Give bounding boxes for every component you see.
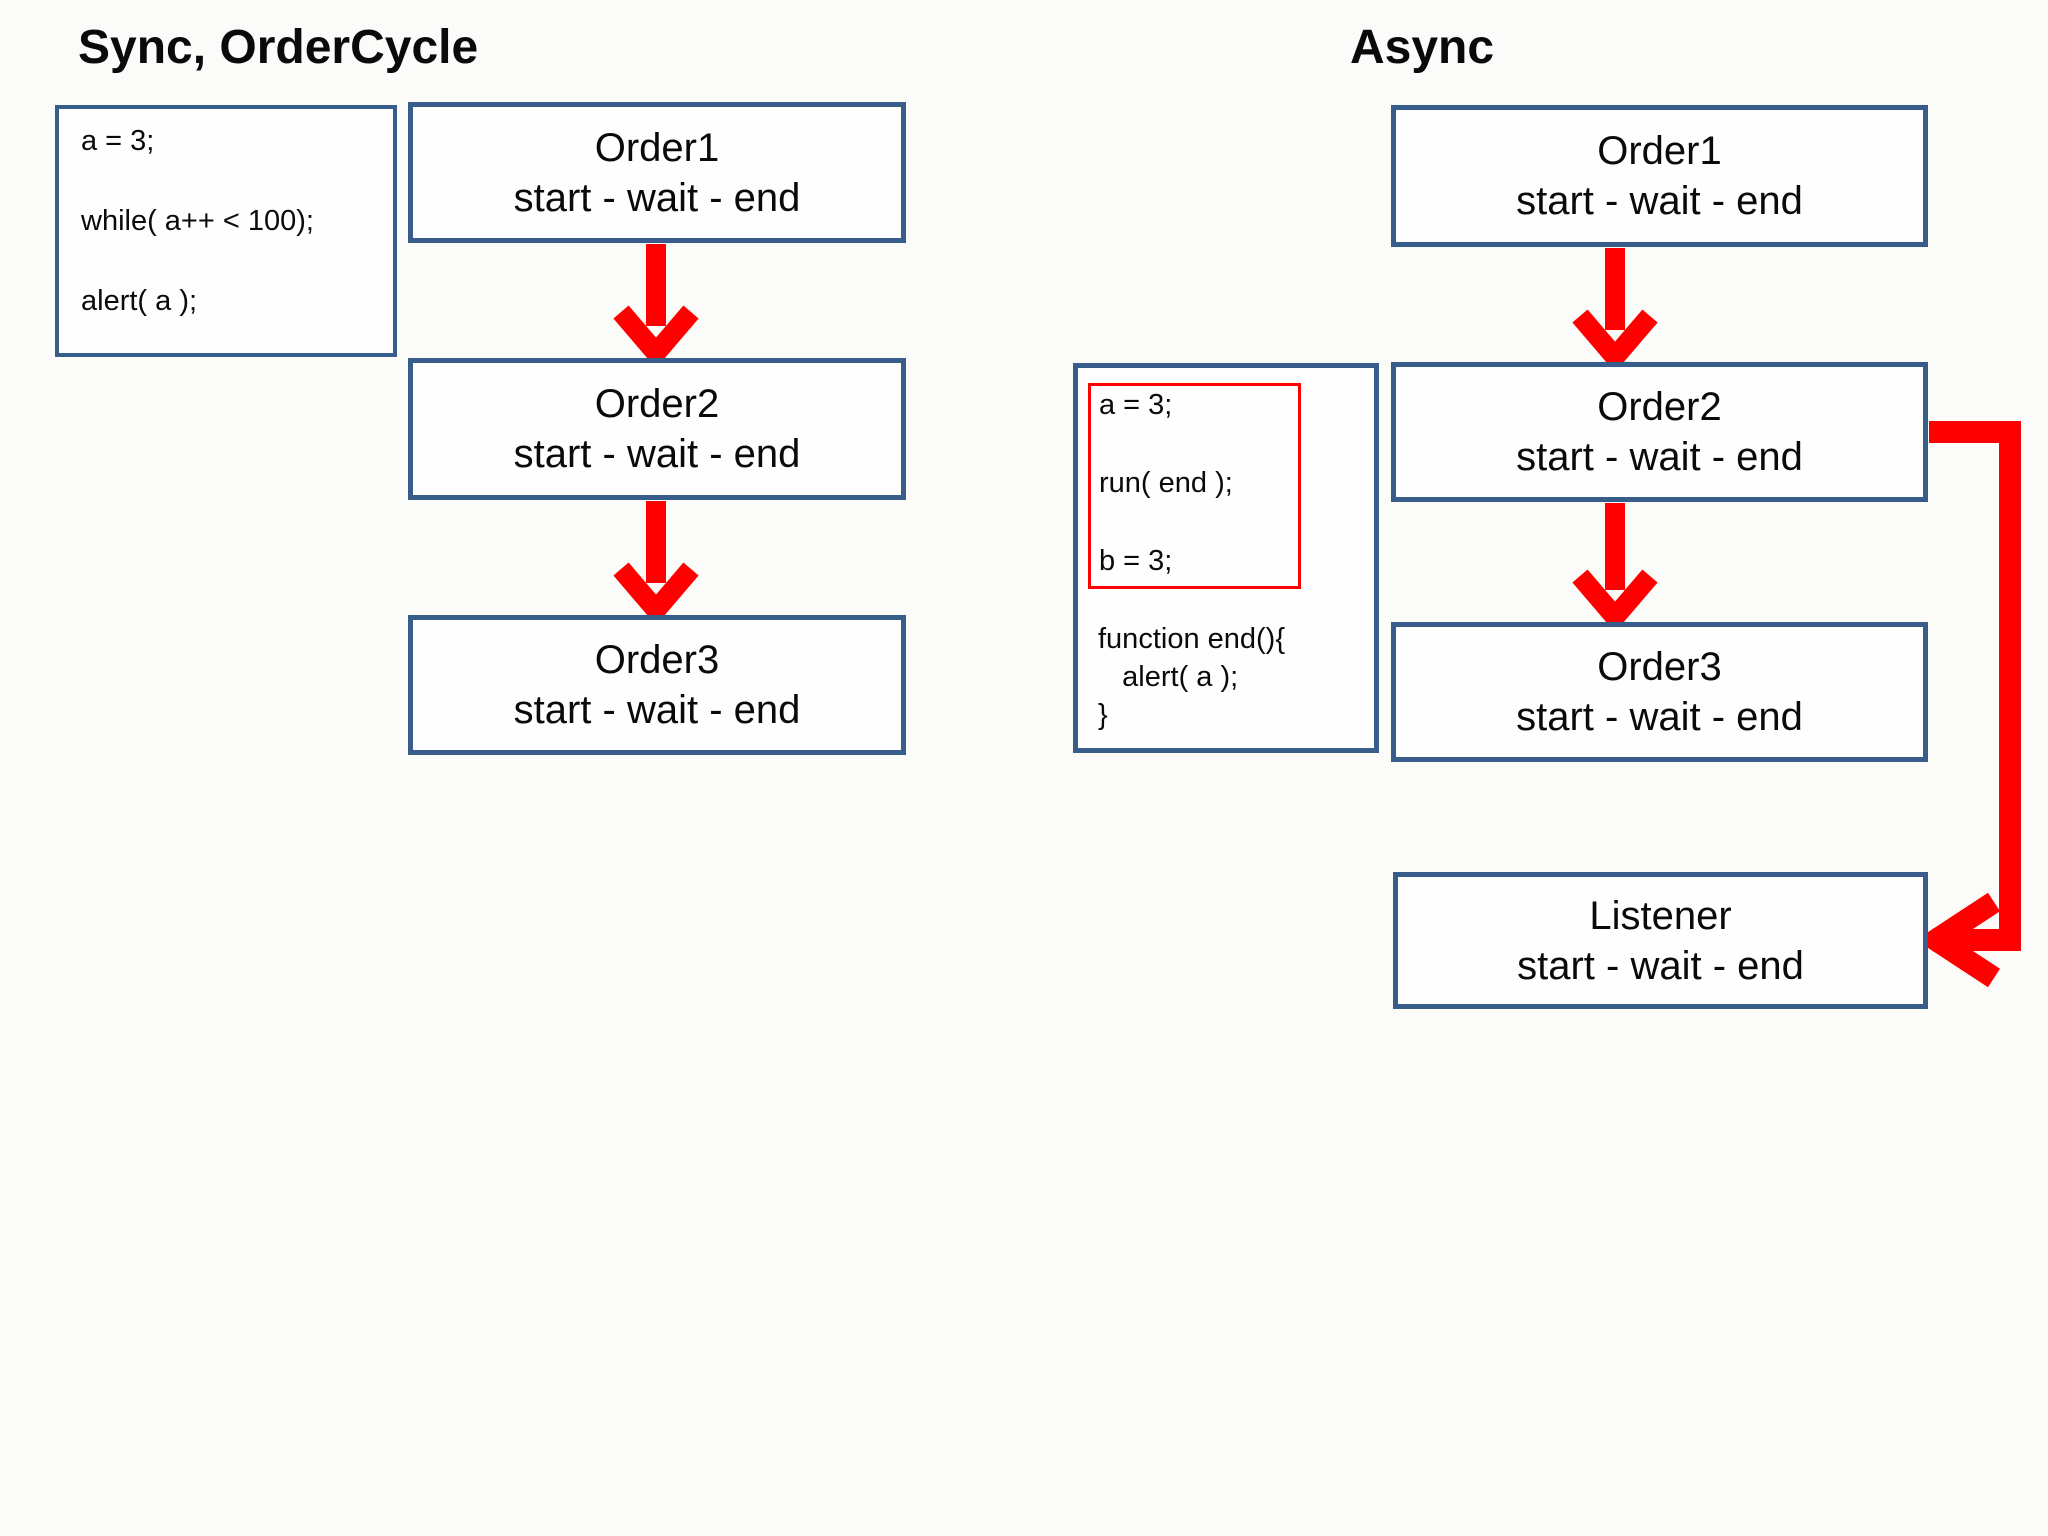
sync-arrow-order2-to-order3 — [613, 501, 699, 626]
async-highlight-frame: a = 3; run( end ); b = 3; — [1088, 383, 1301, 589]
box-subtitle: start - wait - end — [1516, 179, 1803, 223]
sync-box-order3: Order3 start - wait - end — [408, 615, 906, 755]
code-line: function end(){ — [1098, 623, 1286, 655]
code-line: alert( a ); — [1098, 661, 1239, 693]
async-box-order2: Order2 start - wait - end — [1391, 362, 1928, 502]
box-title: Order2 — [1597, 385, 1722, 429]
sync-box-order1: Order1 start - wait - end — [408, 102, 906, 243]
box-title: Order1 — [594, 125, 720, 170]
box-subtitle: start - wait - end — [1516, 695, 1803, 739]
sync-section-title: Sync, OrderCycle — [78, 21, 479, 74]
box-title: Listener — [1589, 893, 1732, 938]
sync-box-order2: Order2 start - wait - end — [408, 358, 906, 500]
code-line: a = 3; — [81, 125, 155, 157]
async-function-block: function end(){ alert( a ); } — [1098, 620, 1285, 734]
box-title: Order2 — [594, 382, 720, 426]
code-line: a = 3; — [1099, 389, 1173, 421]
async-box-order1: Order1 start - wait - end — [1391, 105, 1928, 247]
async-box-order3: Order3 start - wait - end — [1391, 622, 1928, 762]
sync-code-box: a = 3; while( a++ < 100); alert( a ); — [55, 105, 397, 357]
code-line: b = 3; — [1099, 545, 1173, 577]
code-line: run( end ); — [1099, 467, 1233, 499]
box-title: Order3 — [594, 638, 720, 682]
box-subtitle: start - wait - end — [513, 432, 801, 476]
async-code-box: a = 3; run( end ); b = 3; function end()… — [1073, 363, 1379, 753]
box-title: Order3 — [1597, 645, 1722, 689]
box-subtitle: start - wait - end — [1516, 435, 1803, 479]
code-line: } — [1098, 699, 1108, 731]
async-section-title: Async — [1350, 21, 1495, 74]
async-arrow-order1-to-order2 — [1572, 248, 1658, 373]
async-box-listener: Listener start - wait - end — [1393, 872, 1928, 1009]
box-title: Order1 — [1597, 129, 1722, 173]
code-line: while( a++ < 100); — [81, 205, 314, 237]
box-subtitle: start - wait - end — [513, 175, 801, 220]
async-arrow-order2-to-listener — [1915, 421, 2021, 988]
sync-arrow-order1-to-order2 — [613, 244, 699, 369]
code-line: alert( a ); — [81, 285, 198, 317]
box-subtitle: start - wait - end — [1517, 943, 1804, 988]
async-arrow-order2-to-order3 — [1572, 503, 1658, 633]
box-subtitle: start - wait - end — [513, 688, 801, 732]
